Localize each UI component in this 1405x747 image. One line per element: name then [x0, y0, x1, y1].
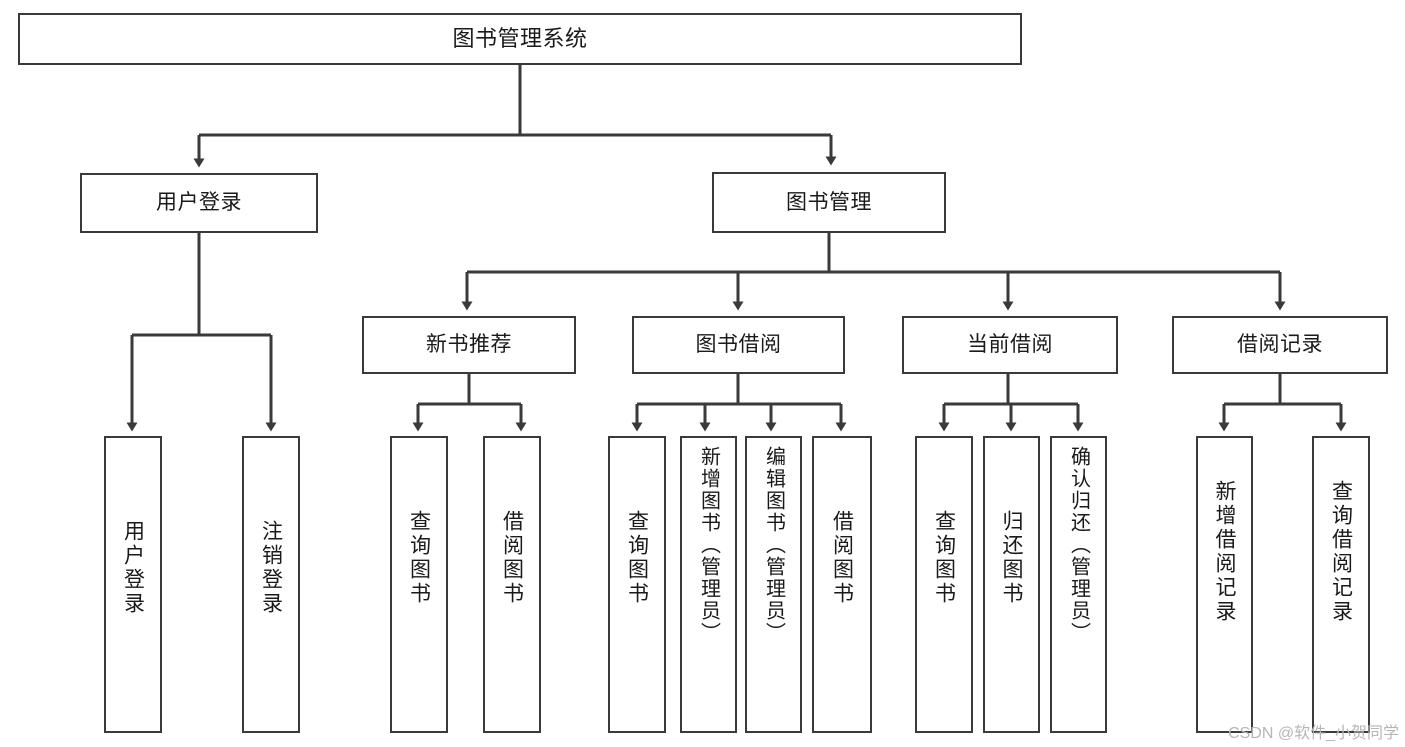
node-root[interactable]: 图书管理系统: [18, 13, 1022, 65]
node-leaf-query-record[interactable]: 查询借阅记录: [1312, 436, 1370, 733]
node-current-borrow[interactable]: 当前借阅: [902, 316, 1118, 374]
node-borrow-record[interactable]: 借阅记录: [1172, 316, 1388, 374]
node-book-manage[interactable]: 图书管理: [712, 172, 946, 233]
node-leaf-user-login[interactable]: 用户登录: [104, 436, 162, 733]
node-leaf-query-book-1[interactable]: 查询图书: [390, 436, 448, 733]
node-leaf-query-book-2-label: 查询图书: [625, 510, 649, 606]
node-leaf-query-record-label: 查询借阅记录: [1329, 480, 1353, 624]
node-leaf-confirm-return-label: 确认归还（管理员）: [1067, 446, 1090, 644]
node-new-book-rec[interactable]: 新书推荐: [362, 316, 576, 374]
node-leaf-logout-label: 注销登录: [259, 520, 283, 616]
node-leaf-borrow-book-1[interactable]: 借阅图书: [483, 436, 541, 733]
node-leaf-confirm-return[interactable]: 确认归还（管理员）: [1050, 436, 1107, 733]
node-leaf-query-book-1-label: 查询图书: [407, 510, 431, 606]
node-leaf-borrow-book-2-label: 借阅图书: [830, 510, 854, 606]
node-leaf-return-book[interactable]: 归还图书: [983, 436, 1040, 733]
node-leaf-add-record[interactable]: 新增借阅记录: [1196, 436, 1253, 733]
node-leaf-borrow-book-1-label: 借阅图书: [500, 510, 524, 606]
node-leaf-query-book-2[interactable]: 查询图书: [608, 436, 666, 733]
node-leaf-user-login-label: 用户登录: [121, 520, 145, 616]
node-book-borrow[interactable]: 图书借阅: [632, 316, 845, 374]
node-leaf-edit-book[interactable]: 编辑图书（管理员）: [745, 436, 802, 733]
node-leaf-query-book-3[interactable]: 查询图书: [915, 436, 973, 733]
node-book-manage-label: 图书管理: [786, 190, 872, 214]
node-borrow-record-label: 借阅记录: [1237, 333, 1323, 357]
node-user-login[interactable]: 用户登录: [80, 173, 318, 233]
node-leaf-add-record-label: 新增借阅记录: [1213, 480, 1236, 624]
node-leaf-query-book-3-label: 查询图书: [932, 510, 956, 606]
node-root-label: 图书管理系统: [452, 25, 588, 51]
node-leaf-return-book-label: 归还图书: [1000, 510, 1023, 606]
node-leaf-logout[interactable]: 注销登录: [242, 436, 300, 733]
node-book-borrow-label: 图书借阅: [695, 333, 782, 357]
node-leaf-add-book[interactable]: 新增图书（管理员）: [680, 436, 737, 733]
node-leaf-edit-book-label: 编辑图书（管理员）: [762, 446, 785, 644]
watermark: CSDN @软件_小贺同学: [1228, 725, 1399, 742]
node-current-borrow-label: 当前借阅: [967, 333, 1053, 357]
node-leaf-add-book-label: 新增图书（管理员）: [697, 446, 720, 644]
node-leaf-borrow-book-2[interactable]: 借阅图书: [812, 436, 872, 733]
node-new-book-rec-label: 新书推荐: [426, 333, 512, 357]
node-user-login-label: 用户登录: [156, 191, 242, 215]
